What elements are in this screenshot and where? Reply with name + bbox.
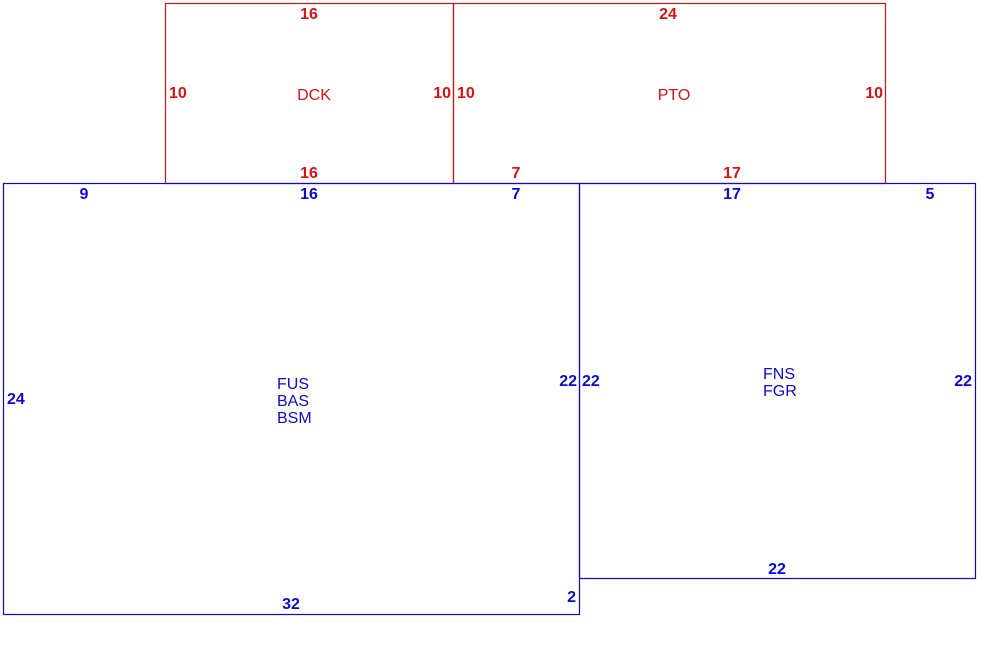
pto-top-dimension: 24 <box>659 6 677 23</box>
pto-left-dimension: 10 <box>457 85 475 102</box>
pto-area: PTO 24 10 10 7 17 <box>452 2 887 185</box>
dck-top-dimension: 16 <box>300 6 318 23</box>
fns-top-right-dimension: 5 <box>926 186 935 203</box>
dck-code-label: DCK <box>297 87 331 104</box>
fns-top-mid-dimension: 17 <box>723 186 741 203</box>
fus-code-label: FUS <box>277 376 309 393</box>
dck-area: DCK 16 10 10 16 <box>164 2 455 185</box>
fns-bottom-dimension: 22 <box>768 561 786 578</box>
fus-right-dimension: 22 <box>559 373 577 390</box>
fns-area: FNS FGR 17 5 22 22 22 <box>578 182 977 580</box>
fus-area: FUS BAS BSM 9 16 7 24 22 32 2 <box>2 182 581 616</box>
bas-code-label: BAS <box>277 393 309 410</box>
fns-left-dimension: 22 <box>582 373 600 390</box>
fns-right-dimension: 22 <box>954 373 972 390</box>
dck-bottom-dimension: 16 <box>300 165 318 182</box>
fgr-code-label: FGR <box>763 383 797 400</box>
pto-bottom-right-dimension: 17 <box>723 165 741 182</box>
fus-top-left-dimension: 9 <box>80 186 89 203</box>
fus-bottom-dimension: 32 <box>282 596 300 613</box>
pto-code-label: PTO <box>658 87 691 104</box>
fus-left-dimension: 24 <box>7 391 25 408</box>
fns-code-label: FNS <box>763 366 795 383</box>
dck-left-dimension: 10 <box>169 85 187 102</box>
fns-outline <box>578 182 977 580</box>
fus-corner-step-dimension: 2 <box>567 589 576 606</box>
pto-right-dimension: 10 <box>865 85 883 102</box>
fus-top-mid-dimension: 16 <box>300 186 318 203</box>
dck-right-dimension: 10 <box>433 85 451 102</box>
fus-top-right-dimension: 7 <box>512 186 521 203</box>
pto-bottom-left-dimension: 7 <box>512 165 521 182</box>
bsm-code-label: BSM <box>277 410 312 427</box>
